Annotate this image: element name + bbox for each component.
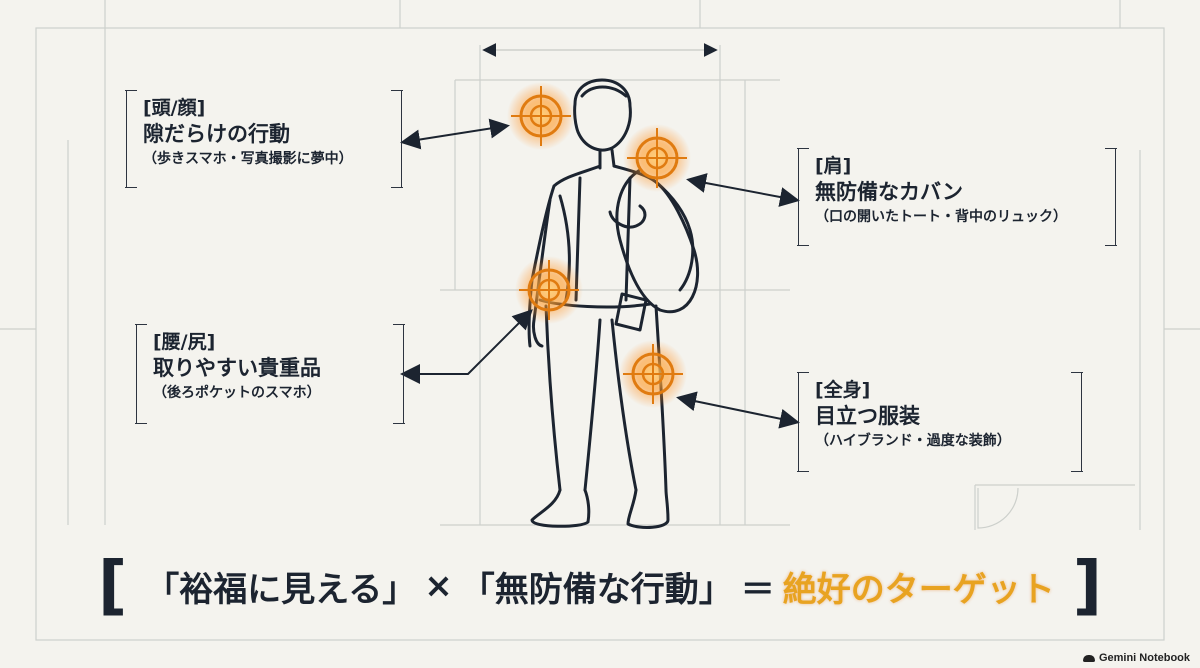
target-head-icon [507, 82, 575, 150]
formula-times: × [424, 566, 453, 606]
callout-hip: [腰/尻] 取りやすい貴重品 （後ろポケットのスマホ） [136, 324, 404, 424]
callout-shoulder-title: 無防備なカバン [815, 180, 964, 204]
credit-text: Gemini Notebook [1098, 652, 1190, 664]
formula-close-bracket: ] [1072, 549, 1102, 623]
callout-body-note: （ハイブランド・過度な装飾） [815, 433, 1011, 449]
formula-result: 絶好のターゲット [782, 569, 1055, 610]
callout-hip-note: （後ろポケットのスマホ） [153, 385, 321, 401]
callout-shoulder-note: （口の開いたトート・背中のリュック） [815, 209, 1067, 225]
connector-arrows [400, 118, 800, 429]
formula-part-defenseless: 「無防備な行動」 [460, 569, 733, 610]
target-shoulder-icon [623, 124, 691, 192]
formula-banner: [ 「裕福に見える」 × 「無防備な行動」 ＝ 絶好のターゲット ] [70, 549, 1130, 623]
callout-body: [全身] 目立つ服装 （ハイブランド・過度な装飾） [798, 372, 1082, 472]
formula-open-bracket: [ [98, 549, 128, 623]
callout-hip-tag: [腰/尻] [153, 331, 216, 353]
callout-shoulder: [肩] 無防備なカバン （口の開いたトート・背中のリュック） [798, 148, 1116, 246]
credit-label: Gemini Notebook [1082, 652, 1190, 664]
callout-hip-title: 取りやすい貴重品 [153, 356, 321, 380]
target-hip-icon [515, 256, 583, 324]
formula-part-wealthy: 「裕福に見える」 [145, 569, 417, 610]
formula-equals: ＝ [740, 569, 775, 610]
blueprint-grid [0, 0, 1200, 641]
callout-body-tag: [全身] [815, 379, 871, 401]
callout-head-tag: [頭/顔] [143, 97, 206, 119]
callout-head-note: （歩きスマホ・写真撮影に夢中） [143, 151, 353, 167]
callout-head: [頭/顔] 隙だらけの行動 （歩きスマホ・写真撮影に夢中） [126, 90, 402, 188]
callout-shoulder-tag: [肩] [815, 155, 852, 177]
target-body-icon [619, 340, 687, 408]
notebook-logo-icon [1082, 654, 1095, 662]
callout-head-title: 隙だらけの行動 [143, 122, 290, 146]
callout-body-title: 目立つ服装 [815, 404, 920, 428]
